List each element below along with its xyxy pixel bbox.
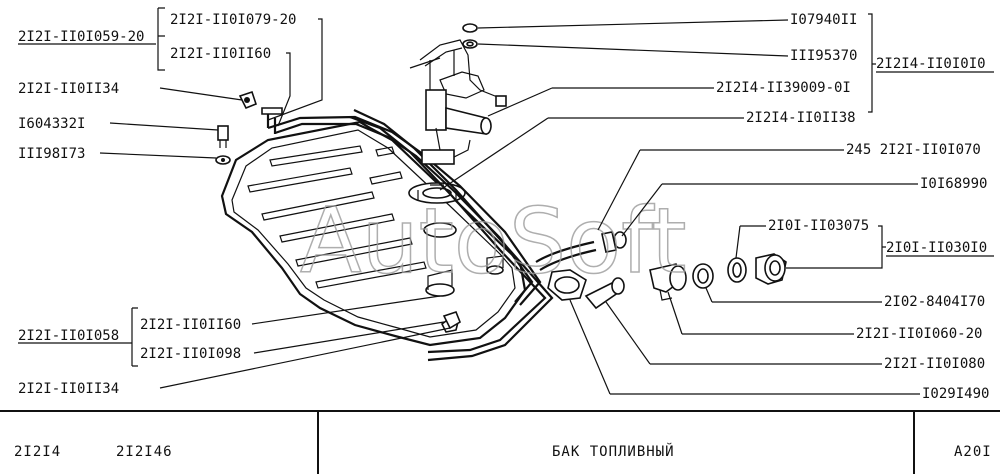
callout-label-r9: 2I2I-II0I060-20	[856, 326, 982, 342]
group-label-2: 2I2I-II0I058	[18, 328, 119, 344]
right-callouts: I07940II III95370 2I2I4-II0I0I0 2I2I4-II…	[439, 12, 994, 402]
model-code-b: 2I2I46	[116, 444, 173, 460]
watermark-text: AutoSoft	[300, 189, 687, 294]
group-label-1: 2I2I-II0I059-20	[18, 29, 144, 45]
title-block: 2I2I4 2I2I46 БАК ТОПЛИВНЫЙ A20I	[0, 410, 1000, 474]
fuel-pump-module	[409, 23, 507, 165]
callout-label-r2: III95370	[790, 48, 857, 64]
group-label-3: 2I2I4-II0I0I0	[876, 56, 986, 72]
group-label-4: 2I0I-II030I0	[886, 240, 987, 256]
callout-label-6: 2I2I-II0II60	[140, 317, 241, 333]
callout-label-r11: I029I490	[922, 386, 989, 402]
callout-label-r4: 2I2I4-II0II38	[746, 110, 856, 126]
fuel-pipes	[261, 107, 554, 362]
callout-label-r7: 2I0I-II03075	[768, 218, 869, 234]
sheet-code: A20I	[954, 444, 992, 460]
left-callouts: 2I2I-II0I059-20 2I2I-II0I079-20 2I2I-II0…	[18, 7, 451, 397]
callout-label-7: 2I2I-II0I098	[140, 346, 241, 362]
left-small-parts	[215, 90, 461, 330]
callout-label-5: III98I73	[18, 146, 85, 162]
drawing-title: БАК ТОПЛИВНЫЙ	[552, 442, 675, 460]
model-code-a: 2I2I4	[14, 444, 61, 460]
callout-label-4: I604332I	[18, 116, 85, 132]
callout-label-3: 2I2I-II0II34	[18, 81, 119, 97]
callout-label-r5: 245 2I2I-II0I070	[846, 142, 981, 158]
filler-neck-parts	[535, 231, 787, 310]
callout-label-8: 2I2I-II0II34	[18, 381, 119, 397]
callout-label-1: 2I2I-II0I079-20	[170, 12, 296, 28]
callout-label-r6: I0I68990	[920, 176, 987, 192]
callout-label-r3: 2I2I4-II39009-0I	[716, 80, 851, 96]
callout-label-2: 2I2I-II0II60	[170, 46, 271, 62]
callout-label-r1: I07940II	[790, 12, 857, 28]
callout-label-r8: 2I02-8404I70	[884, 294, 985, 310]
callout-label-r10: 2I2I-II0I080	[884, 356, 985, 372]
